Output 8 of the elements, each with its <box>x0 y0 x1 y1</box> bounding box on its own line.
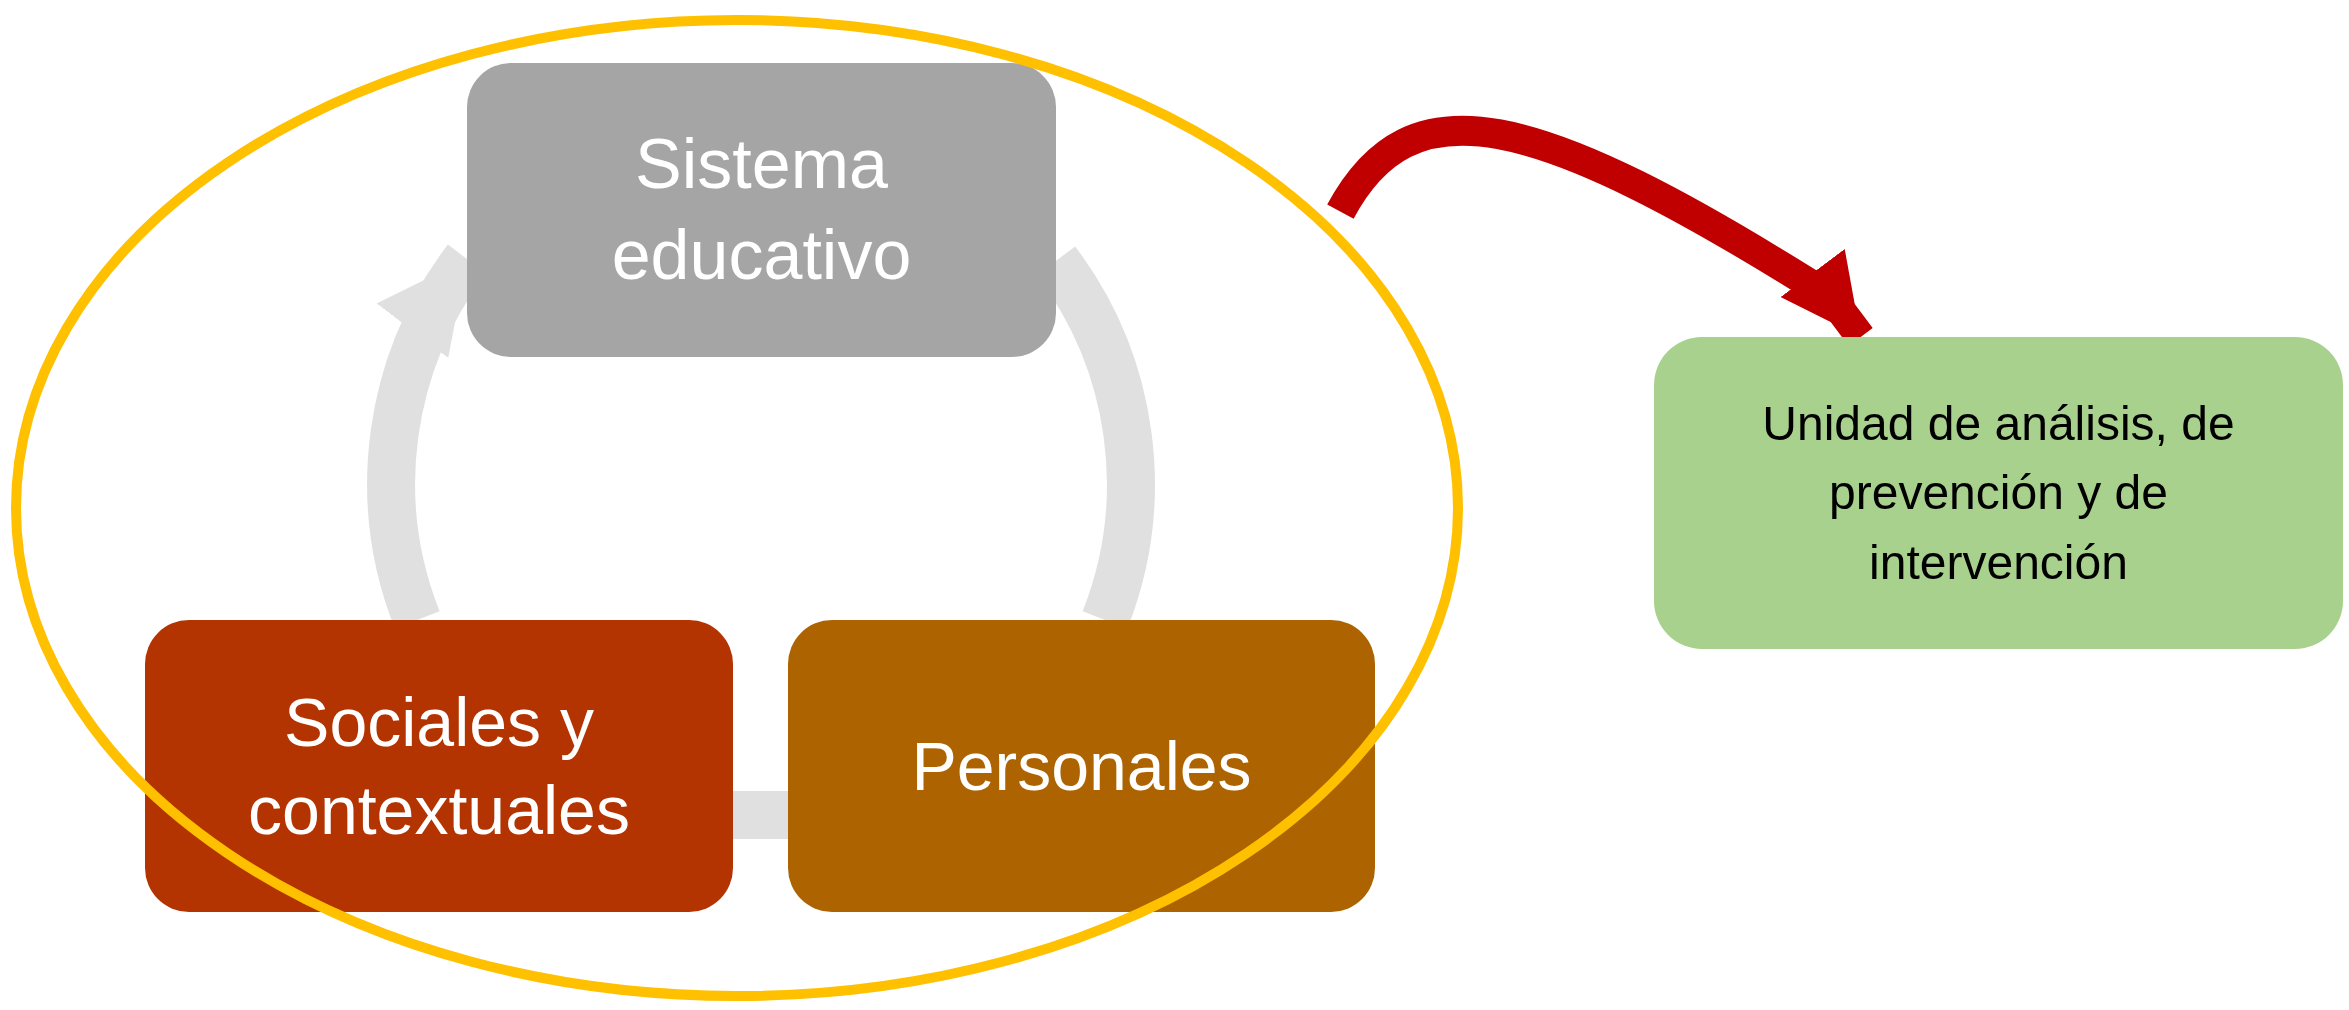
box-label: Sistema educativo <box>610 124 913 296</box>
box-label: Sociales y contextuales <box>247 682 631 850</box>
process-box <box>145 620 733 912</box>
box-label: Unidad de análisis, de prevención y de intervención <box>1761 395 2236 591</box>
box-label: Personales <box>911 726 1252 806</box>
result-box <box>1654 337 2343 649</box>
process-box <box>467 63 1056 357</box>
process-box <box>788 620 1375 912</box>
